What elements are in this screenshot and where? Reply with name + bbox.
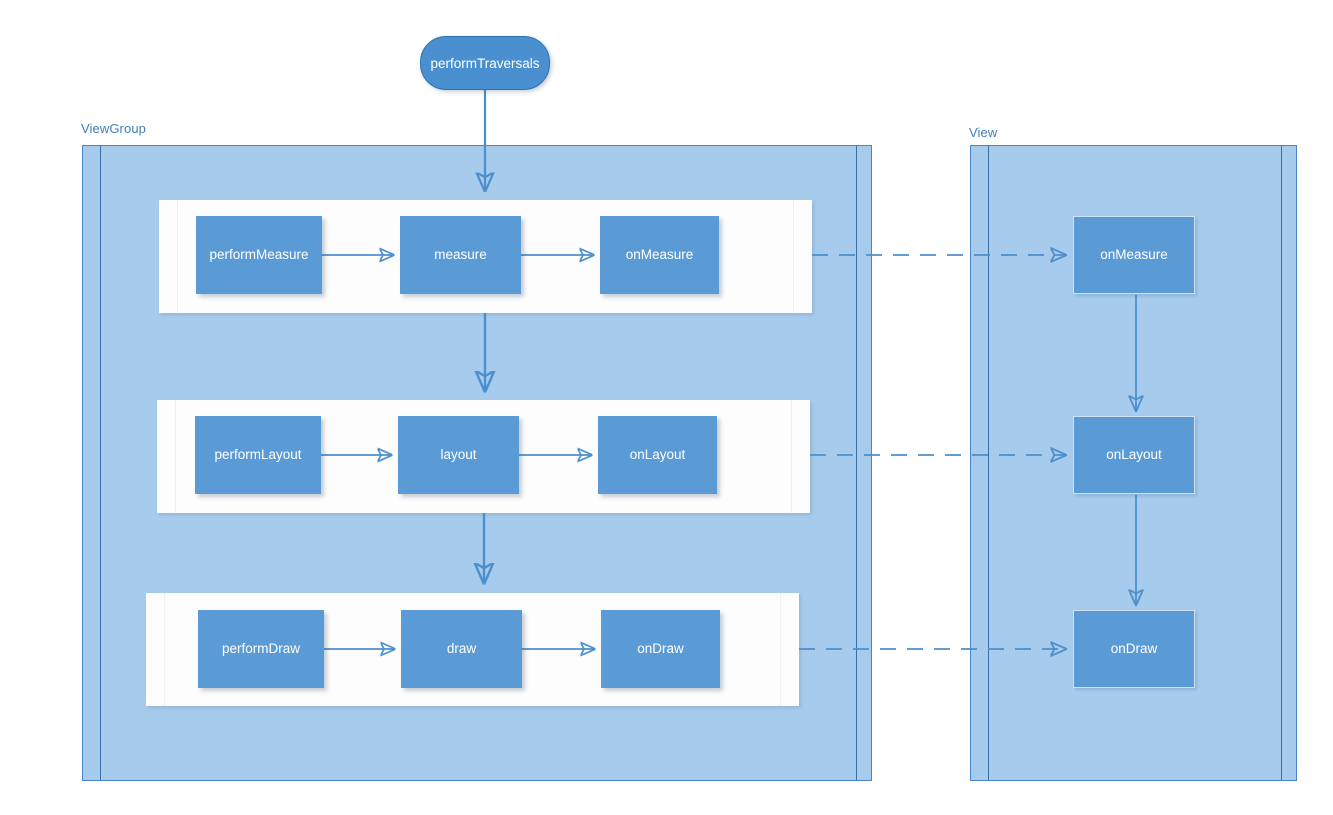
- node-on-layout-viewgroup[interactable]: onLayout: [598, 416, 717, 494]
- band-edge-left: [175, 400, 176, 513]
- node-measure[interactable]: measure: [400, 216, 521, 294]
- node-perform-layout[interactable]: performLayout: [195, 416, 321, 494]
- lane-divider-left: [100, 146, 101, 780]
- lane-divider-right: [856, 146, 857, 780]
- node-on-measure-viewgroup[interactable]: onMeasure: [600, 216, 719, 294]
- node-draw[interactable]: draw: [401, 610, 522, 688]
- node-label: onLayout: [1106, 446, 1162, 462]
- node-label: performMeasure: [209, 246, 309, 262]
- node-label: onMeasure: [625, 246, 694, 262]
- band-edge-right: [791, 400, 792, 513]
- node-label: onLayout: [629, 446, 686, 462]
- band-edge-right: [793, 200, 794, 313]
- node-label: performDraw: [221, 640, 300, 656]
- node-on-measure-view[interactable]: onMeasure: [1073, 216, 1195, 294]
- node-label: onDraw: [1110, 640, 1158, 656]
- band-edge-left: [177, 200, 178, 313]
- node-on-draw-view[interactable]: onDraw: [1073, 610, 1195, 688]
- node-perform-draw[interactable]: performDraw: [198, 610, 324, 688]
- node-label: onMeasure: [1100, 246, 1168, 262]
- lane-divider-view-right: [1281, 146, 1282, 780]
- node-label: onDraw: [637, 640, 684, 656]
- node-layout[interactable]: layout: [398, 416, 519, 494]
- node-label: measure: [434, 246, 487, 262]
- node-perform-traversals[interactable]: performTraversals: [420, 36, 550, 90]
- band-edge-right: [780, 593, 781, 706]
- node-label: performLayout: [214, 446, 302, 462]
- lane-label-viewgroup: ViewGroup: [81, 121, 146, 136]
- node-label: performTraversals: [430, 55, 540, 71]
- node-label: draw: [446, 640, 477, 656]
- lane-divider-view-left: [988, 146, 989, 780]
- node-perform-measure[interactable]: performMeasure: [196, 216, 322, 294]
- node-label: layout: [440, 446, 477, 462]
- lane-label-view: View: [969, 125, 998, 140]
- band-edge-left: [164, 593, 165, 706]
- node-on-layout-view[interactable]: onLayout: [1073, 416, 1195, 494]
- node-on-draw-viewgroup[interactable]: onDraw: [601, 610, 720, 688]
